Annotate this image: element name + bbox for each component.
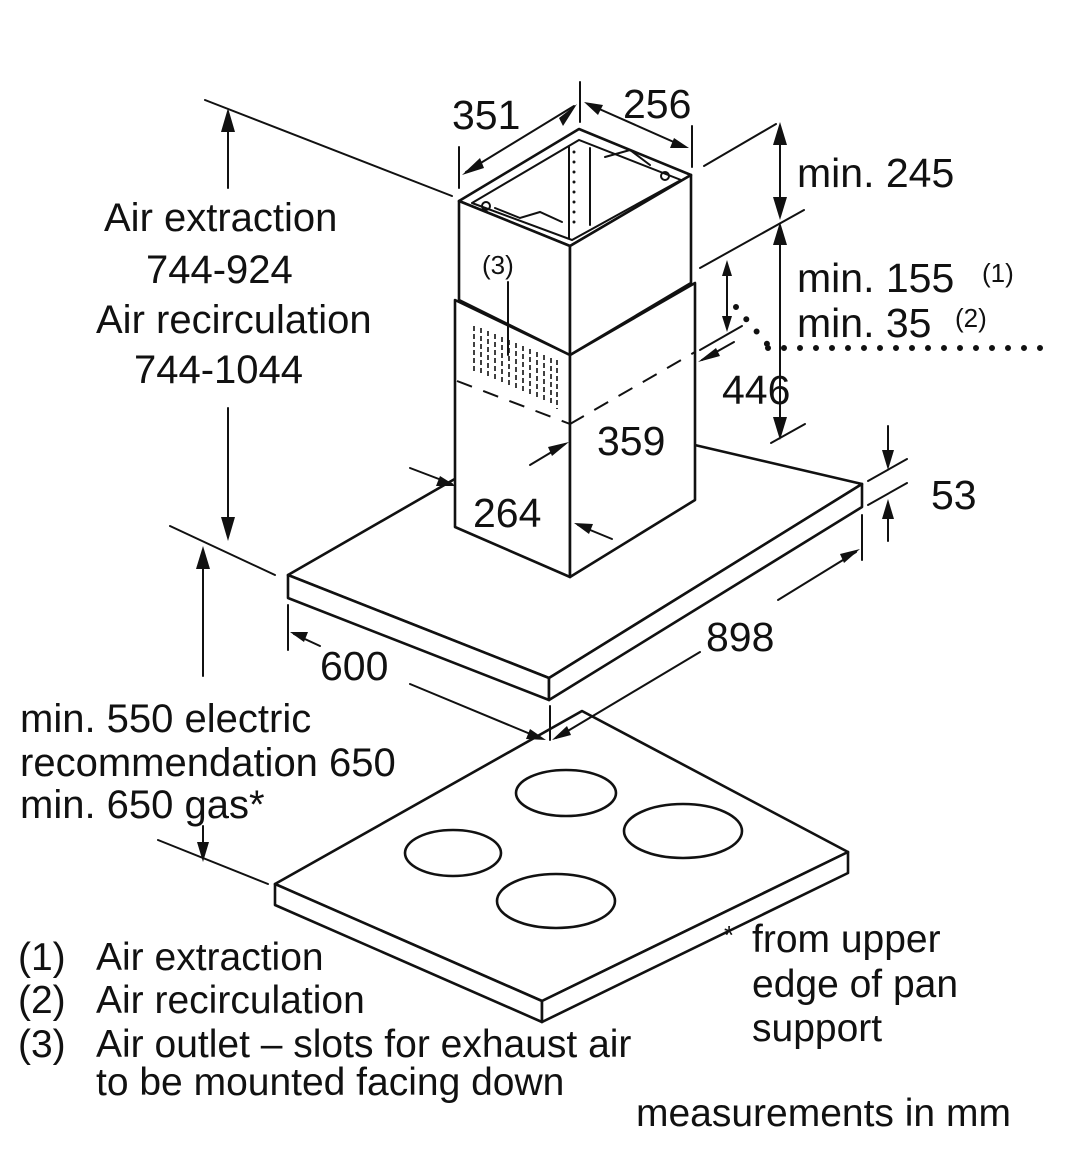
dim-min-extraction-ref: (1) [982,258,1014,288]
chimney-upper [457,127,693,357]
legend-item: (3) Air outlet – slots for exhaust air t… [18,1023,631,1104]
dim-chimney-top [458,81,693,189]
dim-canopy-thickness-label: 53 [931,472,977,518]
dim-top-width-label: 256 [623,81,691,127]
dim-min-recirculation-ref: (2) [955,303,987,333]
dim-canopy [287,425,908,741]
footnote-marker: * [724,920,734,950]
dim-top-depth-label: 351 [452,92,520,138]
dim-hob-distance [157,546,269,885]
chimney-inner-rim [471,138,684,242]
legend-key: (3) [18,1023,66,1066]
outlet-marker-label: (3) [482,250,514,280]
chimney-lower-right-face [568,281,697,579]
legend-text: Air outlet – slots for exhaust air [96,1023,631,1066]
footnote: * from upper edge of pan support [724,918,958,1050]
footnote-line2: edge of pan [752,963,958,1006]
extraction-label: Air extraction [104,196,337,240]
hob-burner-left [403,828,503,878]
units-note: measurements in mm [636,1092,1011,1135]
dim-min-top-label: min. 245 [797,150,954,196]
hob-distance-line3: min. 650 gas* [20,783,265,827]
legend-key: (1) [18,936,66,979]
legend-item: (1) Air extraction [18,936,324,979]
dim-lower-depth-label: 264 [473,490,541,536]
extraction-range: 744-924 [146,248,293,292]
dim-telescopic-label: 446 [722,367,790,413]
legend-text: Air extraction [96,936,324,979]
dim-chimney-lower [409,442,613,540]
dim-canopy-width-label: 898 [706,614,774,660]
hob-burner-right [622,802,744,860]
air-outlet-grille [473,326,558,409]
dim-canopy-depth-label: 600 [320,643,388,689]
hidden-edge-right [569,351,696,425]
dim-total-height [169,99,453,576]
legend-item: (2) Air recirculation [18,979,365,1022]
legend-key: (2) [18,979,66,1022]
dim-lower-width-label: 359 [597,418,665,464]
footnote-line3: support [752,1007,882,1050]
legend: (1) Air extraction (2) Air recirculation… [18,936,631,1104]
legend-text-continued: to be mounted facing down [96,1061,564,1104]
hob-distance-line2: recommendation 650 [20,741,396,785]
dim-min-recirculation-label: min. 35 [797,300,931,346]
footnote-line1: from upper [752,918,941,961]
hob-burner-front [495,872,617,930]
hob [273,709,850,1024]
hob-burner-back [514,768,618,818]
dim-min-extraction-label: min. 155 [797,255,954,301]
recirculation-range: 744-1044 [134,348,303,392]
canopy-side-edge [547,482,864,702]
recirculation-label: Air recirculation [96,298,372,342]
legend-text: Air recirculation [96,979,365,1022]
chimney-upper-right-face [568,173,693,357]
hob-distance-line1: min. 550 electric [20,697,311,741]
dim-ceiling-clearances [698,122,1055,444]
chimney-lower [453,281,697,579]
hob-side-edge [540,850,850,1024]
hidden-edge-left [456,380,571,425]
